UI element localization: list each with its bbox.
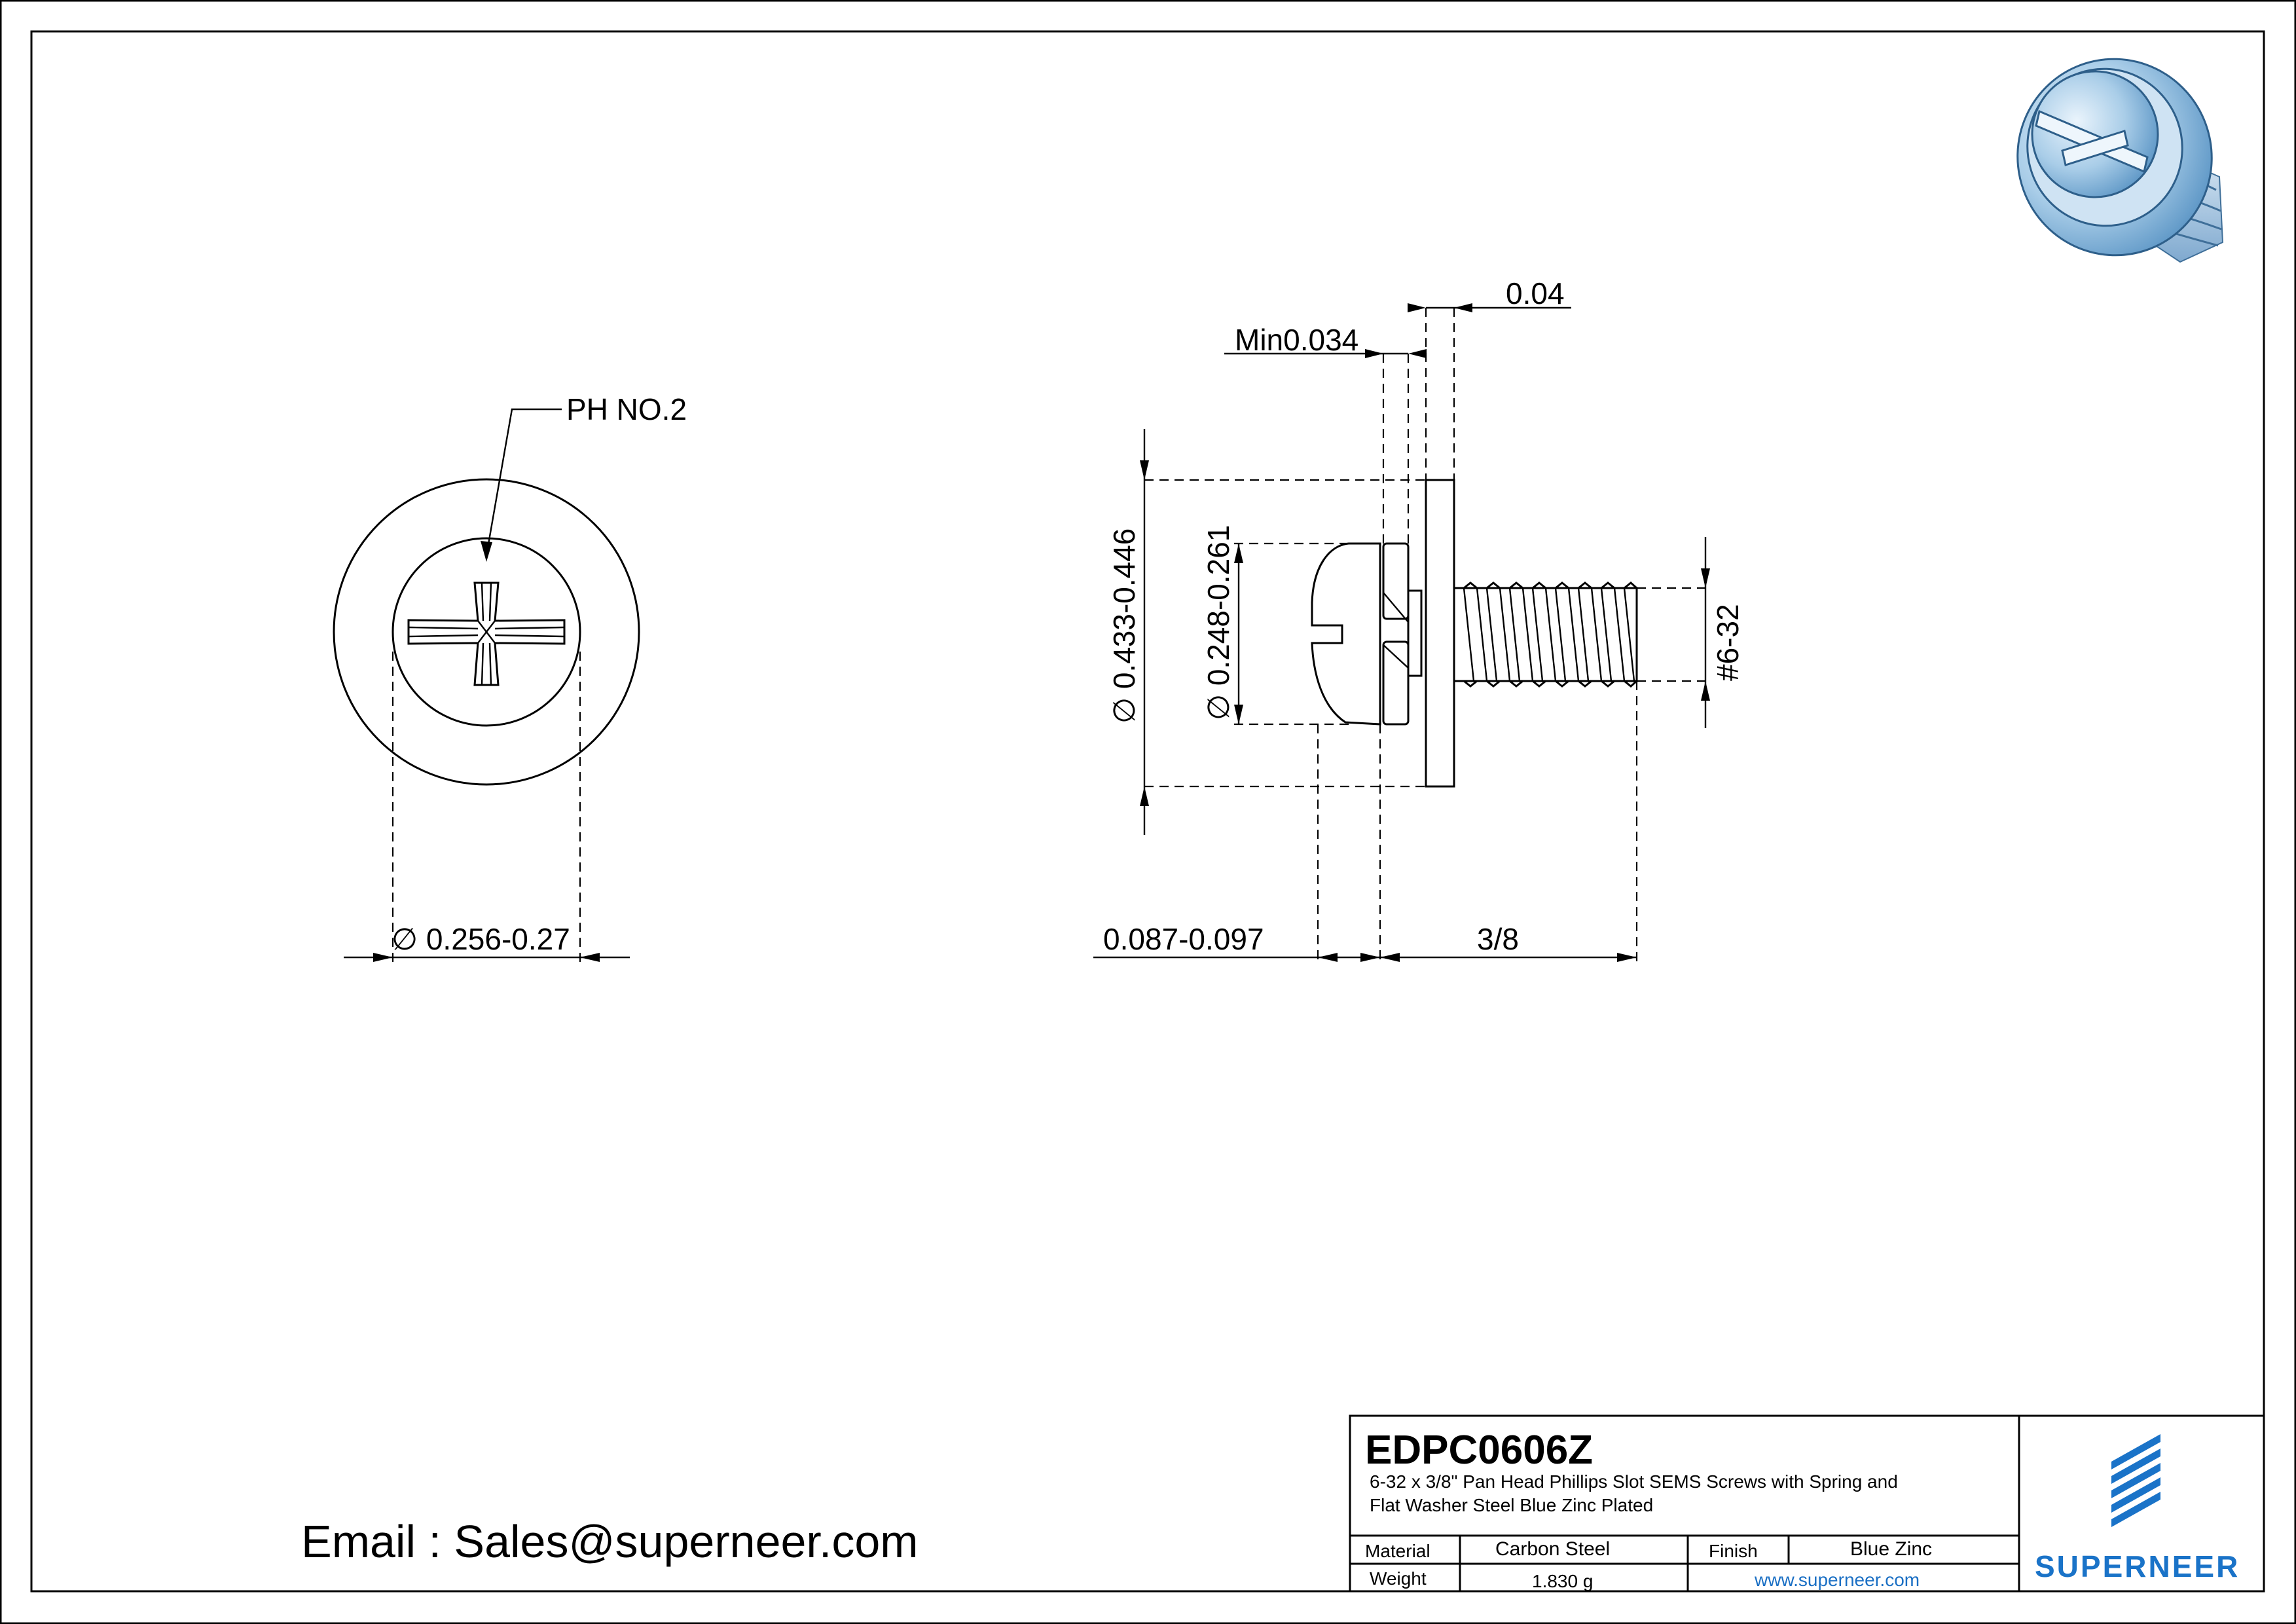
washer-thickness-dimension: 0.04 <box>1408 276 1571 480</box>
head-height-label: 0.087-0.097 <box>1103 922 1264 956</box>
length-label: 3/8 <box>1477 922 1519 956</box>
phillips-size-label: PH NO.2 <box>566 392 687 426</box>
thread-dimension: #6-32 <box>1637 537 1745 728</box>
head-top-view <box>333 478 640 786</box>
pan-diameter-dimension: ∅ 0.248-0.261 <box>1201 525 1349 726</box>
material-label: Material <box>1365 1541 1430 1561</box>
superneer-logo-icon <box>2111 1434 2160 1527</box>
drawing-frame <box>30 30 2265 1593</box>
spring-thickness-dimension: Min0.034 <box>1224 323 1427 544</box>
description-line-1: 6-32 x 3/8" Pan Head Phillips Slot SEMS … <box>1370 1471 1898 1492</box>
length-dimension: 3/8 <box>1380 681 1638 963</box>
washer-diameter-dimension: ∅ 0.433-0.446 <box>1107 429 1426 835</box>
screw-side-view <box>1311 479 1638 788</box>
title-block: EDPC0606Z 6-32 x 3/8" Pan Head Phillips … <box>1349 1414 2265 1593</box>
finish-value: Blue Zinc <box>1850 1538 1932 1560</box>
pan-diameter-label: ∅ 0.248-0.261 <box>1201 525 1235 720</box>
phillips-leader: PH NO.2 <box>481 392 687 562</box>
part-number: EDPC0606Z <box>1365 1428 1593 1473</box>
contact-email[interactable]: Email : Sales@superneer.com <box>301 1516 919 1567</box>
spring-thickness-label: Min0.034 <box>1235 323 1358 357</box>
description-line-2: Flat Washer Steel Blue Zinc Plated <box>1370 1495 1653 1515</box>
head-diameter-dimension: ∅ 0.256-0.27 <box>344 652 630 963</box>
washer-thickness-label: 0.04 <box>1506 276 1565 310</box>
head-diameter-label: ∅ 0.256-0.27 <box>392 922 570 956</box>
brand-name: SUPERNEER <box>2035 1549 2240 1583</box>
washer-diameter-label: ∅ 0.433-0.446 <box>1107 528 1141 724</box>
head-height-dimension: 0.087-0.097 <box>1093 724 1381 963</box>
weight-value: 1.830 g <box>1532 1571 1593 1591</box>
screw-3d-render <box>2016 58 2224 263</box>
weight-label: Weight <box>1370 1568 1427 1589</box>
thread-size-label: #6-32 <box>1711 604 1745 681</box>
website-link[interactable]: www.superneer.com <box>1754 1570 1920 1590</box>
material-value: Carbon Steel <box>1495 1538 1610 1560</box>
finish-label: Finish <box>1709 1541 1758 1561</box>
